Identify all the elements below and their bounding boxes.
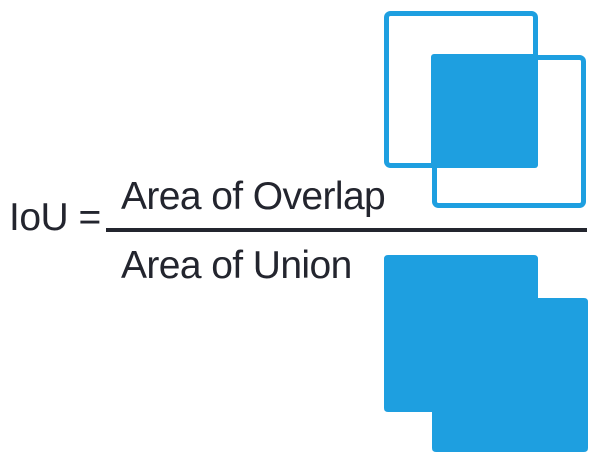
iou-label: IoU = bbox=[9, 196, 101, 239]
fraction-bar bbox=[106, 228, 587, 232]
overlap-illustration bbox=[384, 11, 586, 208]
formula-denominator: Area of Union bbox=[121, 244, 352, 287]
formula-numerator: Area of Overlap bbox=[121, 175, 386, 218]
union-illustration bbox=[384, 255, 588, 452]
union-region-fill bbox=[384, 255, 588, 452]
intersection-region-fill bbox=[431, 54, 538, 168]
